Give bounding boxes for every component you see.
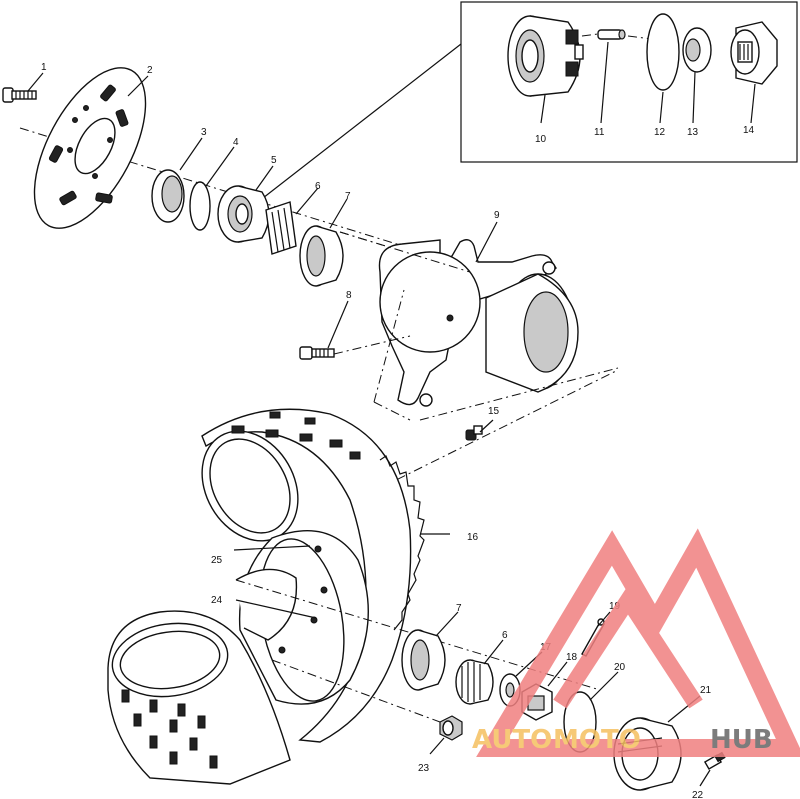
part-8-caliper-bolt [299,346,335,360]
leader-22 [699,769,711,787]
leader-2 [127,75,149,97]
callout-13: 13 [687,127,699,138]
callout-14: 14 [743,125,755,136]
leader-10 [540,94,546,124]
part-9-knuckle-housing [378,239,579,407]
callout-21: 21 [700,685,712,696]
callout-8-middle: 8 [346,290,352,301]
callout-20: 20 [614,662,626,673]
callout-4: 4 [233,137,239,148]
callout-16: 16 [467,532,479,543]
leader-12 [659,91,664,124]
leader-15 [479,419,494,433]
leader-5 [255,165,274,191]
watermark-word-auto: AUTO [472,725,552,755]
axis-line-upper [19,127,401,246]
leader-6a [295,187,319,215]
callout-22: 22 [692,790,704,799]
part-3-seal [151,169,185,223]
axis-line-connector [379,369,619,489]
leader-9 [475,221,498,263]
callout-6-lower: 6 [502,630,508,641]
axis-line-bolt8 [333,335,411,355]
axis-line-lower-2 [271,659,441,723]
leader-8b [327,300,349,349]
callout-7-upper: 7 [345,191,351,202]
callout-23: 23 [418,763,430,774]
mount-line-c [419,367,619,421]
callout-18: 18 [566,652,578,663]
callout-2: 2 [147,65,153,76]
part-15-grease-fitting [465,425,483,441]
leader-1 [27,72,44,92]
inset-leader-line [262,43,462,199]
callout-24: 24 [211,595,223,606]
part-wheel-rim [235,530,369,705]
leader-14 [750,83,756,124]
leader-3 [179,137,203,171]
callout-3: 3 [201,127,207,138]
leader-7a [329,198,348,229]
leader-7b [435,611,459,637]
part-2-brake-disc [33,67,147,229]
leader-4 [205,146,235,187]
part-23-lug-nut [439,715,463,741]
leader-6b [483,639,504,665]
callout-7-lower: 7 [456,603,462,614]
leader-18 [547,661,568,687]
callout-5: 5 [271,155,277,166]
inset-detail-box [460,1,798,163]
callout-25: 25 [211,555,223,566]
part-13-cone-washer [682,27,712,73]
leader-19 [597,611,611,627]
mount-line-b [373,401,411,421]
leader-24 [235,599,317,619]
leader-13 [692,71,696,124]
callout-15: 15 [488,406,500,417]
leader-25 [233,545,311,551]
part-12-thin-washer [646,13,680,91]
callout-11: 11 [594,127,605,138]
part-1-bolt [2,87,37,103]
callout-10: 10 [535,134,547,145]
callout-12: 12 [654,127,666,138]
callout-1: 1 [41,62,47,73]
part-7-bearing-race-lower [401,629,446,691]
mount-line-a [373,289,405,403]
leader-20 [589,671,619,701]
part-6-roller-bearing-upper [265,201,297,255]
callout-9: 9 [494,210,500,221]
part-6-roller-bearing-lower [455,659,494,705]
axis-line-housing [339,231,471,273]
part-14-axle-nut [730,21,778,85]
leader-23 [429,737,445,755]
part-10-hub-collar [507,15,584,97]
leader-11 [600,41,609,124]
part-7-bearing-race-upper [299,225,344,287]
part-4-snap-ring [189,181,211,231]
part-5-bearing-carrier [217,185,270,243]
callout-6-upper: 6 [315,181,321,192]
watermark-word-moto: MOTO [553,725,641,755]
watermark-logo: AUTO MOTO HUB [472,528,800,757]
watermark-word-hub: HUB [710,725,773,755]
